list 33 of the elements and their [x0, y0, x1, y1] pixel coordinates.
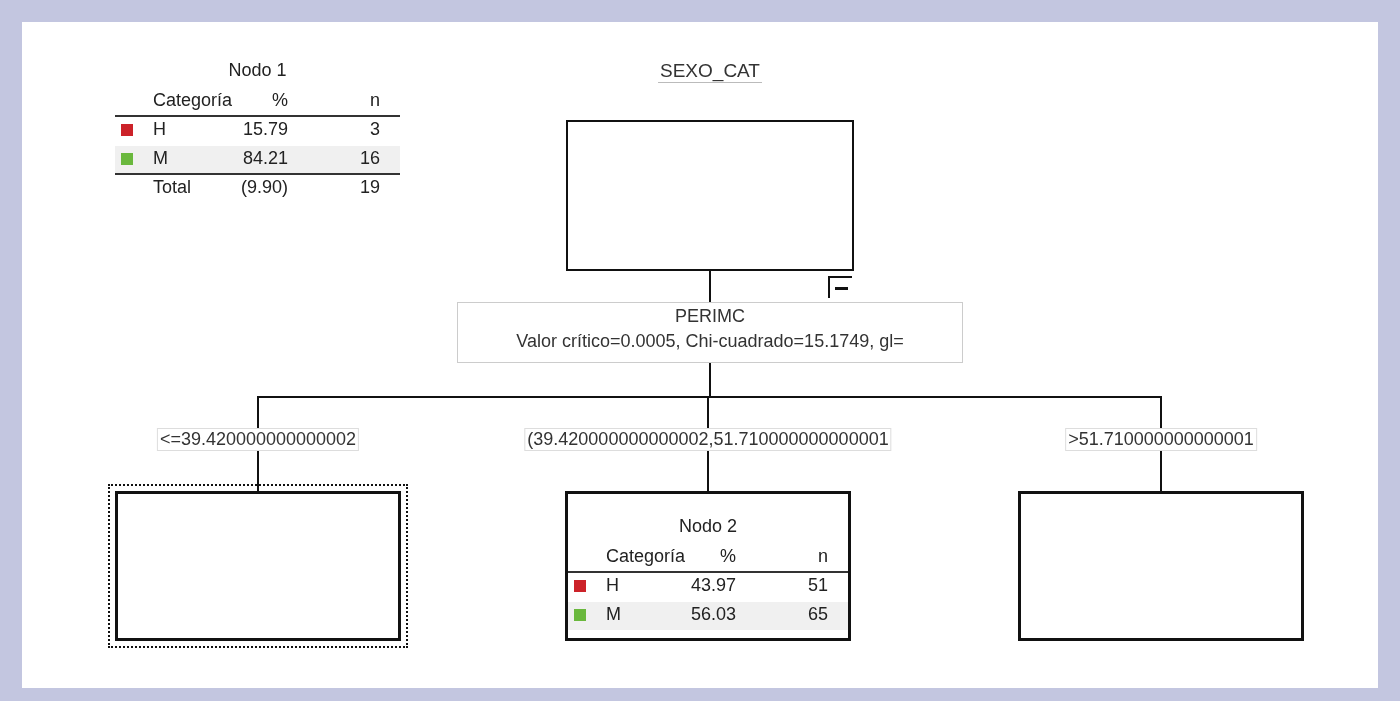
column-header: n — [370, 90, 380, 111]
table-cell: Total — [153, 177, 192, 198]
table-cell: 84.21 — [242, 148, 288, 169]
table-cell: 65 — [807, 604, 828, 625]
column-header: Categoría — [606, 546, 686, 567]
table-title: Nodo 1 — [227, 60, 288, 81]
column-header: % — [720, 546, 736, 567]
tree-node-box — [1018, 491, 1304, 641]
table-cell: 19 — [359, 177, 380, 198]
split-statistics: Valor crítico=0.0005, Chi-cuadrado=15.1749, gl= — [515, 331, 905, 352]
table-cell: M — [606, 604, 621, 625]
edge-label: <=39.420000000000002 — [156, 428, 360, 451]
tree-node-box — [565, 491, 851, 641]
table-cell: 56.03 — [690, 604, 736, 625]
tree-branch-line — [709, 270, 711, 303]
table-title: Nodo 2 — [677, 516, 738, 537]
variable-heading: SEXO_CAT — [658, 60, 762, 83]
column-header: Categoría — [153, 90, 233, 111]
table-cell: 43.97 — [690, 575, 736, 596]
table-cell: M — [153, 148, 168, 169]
edge-label: (39.420000000000002,51.710000000000001 — [524, 428, 892, 451]
table-cell: H — [153, 119, 166, 140]
split-info-box — [457, 302, 963, 363]
table-cell: 51 — [807, 575, 828, 596]
table-cell: H — [606, 575, 619, 596]
edge-label: >51.710000000000001 — [1065, 428, 1257, 451]
table-cell: 3 — [370, 119, 380, 140]
table-cell: 15.79 — [242, 119, 288, 140]
table-cell: 16 — [359, 148, 380, 169]
column-header: % — [272, 90, 288, 111]
split-variable: PERIMC — [674, 306, 746, 327]
table-cell: (9.90) — [240, 177, 288, 198]
column-header: n — [818, 546, 828, 567]
